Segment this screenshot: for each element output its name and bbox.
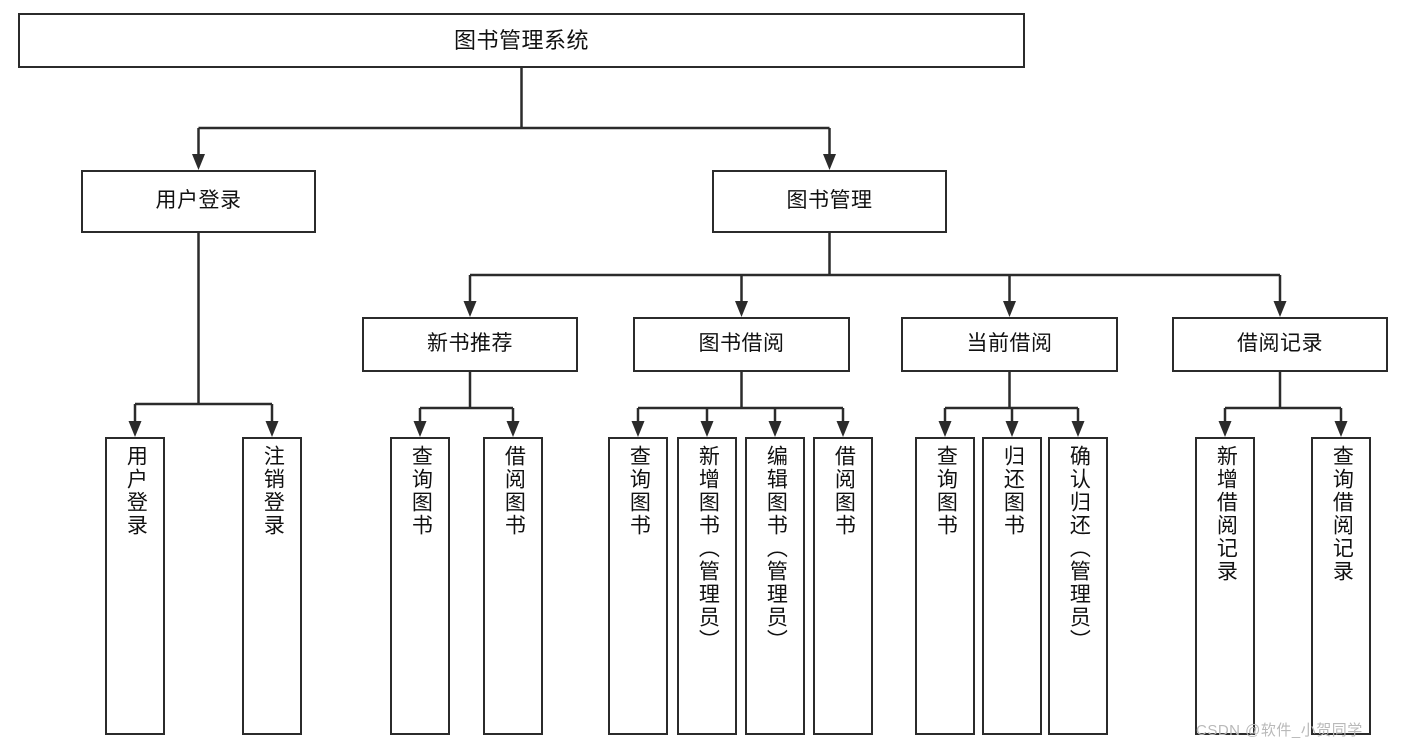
arrowhead-icon: [1005, 421, 1019, 437]
node-label: 查询图书: [409, 445, 433, 537]
arrowhead-icon: [836, 421, 850, 437]
node-label: 新增借阅记录: [1214, 445, 1238, 583]
arrowhead-icon: [463, 301, 477, 317]
node-user-login[interactable]: 用户登录: [105, 437, 165, 735]
node-label: 借阅记录: [1237, 332, 1323, 356]
arrowhead-icon: [413, 421, 427, 437]
node-label: 新增图书（管理员）: [696, 445, 720, 652]
arrowhead-icon: [1273, 301, 1287, 317]
arrowhead-icon: [631, 421, 645, 437]
node-nb-query[interactable]: 查询图书: [390, 437, 450, 735]
node-cur-return[interactable]: 归还图书: [982, 437, 1042, 735]
arrowhead-icon: [823, 154, 836, 170]
node-rec-add[interactable]: 新增借阅记录: [1195, 437, 1255, 735]
node-login[interactable]: 用户登录: [81, 170, 316, 233]
node-label: 查询图书: [934, 445, 958, 537]
node-bw-edit[interactable]: 编辑图书（管理员）: [745, 437, 805, 735]
node-bw-add[interactable]: 新增图书（管理员）: [677, 437, 737, 735]
arrowhead-icon: [700, 421, 714, 437]
node-label: 用户登录: [155, 189, 242, 213]
node-bw-query[interactable]: 查询图书: [608, 437, 668, 735]
node-nb-borrow[interactable]: 借阅图书: [483, 437, 543, 735]
node-cur-query[interactable]: 查询图书: [915, 437, 975, 735]
node-label: 用户登录: [124, 445, 148, 537]
node-label: 当前借阅: [966, 332, 1053, 356]
arrowhead-icon: [938, 421, 952, 437]
node-current[interactable]: 当前借阅: [901, 317, 1118, 372]
node-user-logout[interactable]: 注销登录: [242, 437, 302, 735]
node-cur-confirm[interactable]: 确认归还（管理员）: [1048, 437, 1108, 735]
node-label: 注销登录: [261, 445, 285, 537]
node-label: 图书管理系统: [453, 27, 589, 53]
node-label: 图书借阅: [698, 332, 785, 356]
node-label: 编辑图书（管理员）: [764, 445, 788, 652]
arrowhead-icon: [192, 154, 205, 170]
node-label: 查询借阅记录: [1330, 445, 1354, 583]
arrowhead-icon: [1218, 421, 1232, 437]
node-rec-query[interactable]: 查询借阅记录: [1311, 437, 1371, 735]
node-label: 归还图书: [1001, 445, 1025, 537]
node-bookmgmt[interactable]: 图书管理: [712, 170, 947, 233]
node-root[interactable]: 图书管理系统: [18, 13, 1025, 68]
node-label: 查询图书: [627, 445, 651, 537]
node-borrow[interactable]: 图书借阅: [633, 317, 850, 372]
arrowhead-icon: [1334, 421, 1348, 437]
arrowhead-icon: [1071, 421, 1085, 437]
arrowhead-icon: [265, 421, 279, 437]
arrowhead-icon: [735, 301, 748, 317]
node-label: 借阅图书: [502, 445, 526, 537]
arrowhead-icon: [1003, 301, 1016, 317]
node-label: 图书管理: [786, 189, 873, 213]
node-label: 借阅图书: [832, 445, 856, 537]
node-bw-borrow[interactable]: 借阅图书: [813, 437, 873, 735]
arrowhead-icon: [128, 421, 142, 437]
arrowhead-icon: [768, 421, 782, 437]
edge-group: [128, 68, 1348, 437]
node-newbook[interactable]: 新书推荐: [362, 317, 578, 372]
arrowhead-icon: [506, 421, 520, 437]
node-label: 新书推荐: [427, 332, 513, 356]
node-label: 确认归还（管理员）: [1067, 445, 1091, 652]
node-records[interactable]: 借阅记录: [1172, 317, 1388, 372]
